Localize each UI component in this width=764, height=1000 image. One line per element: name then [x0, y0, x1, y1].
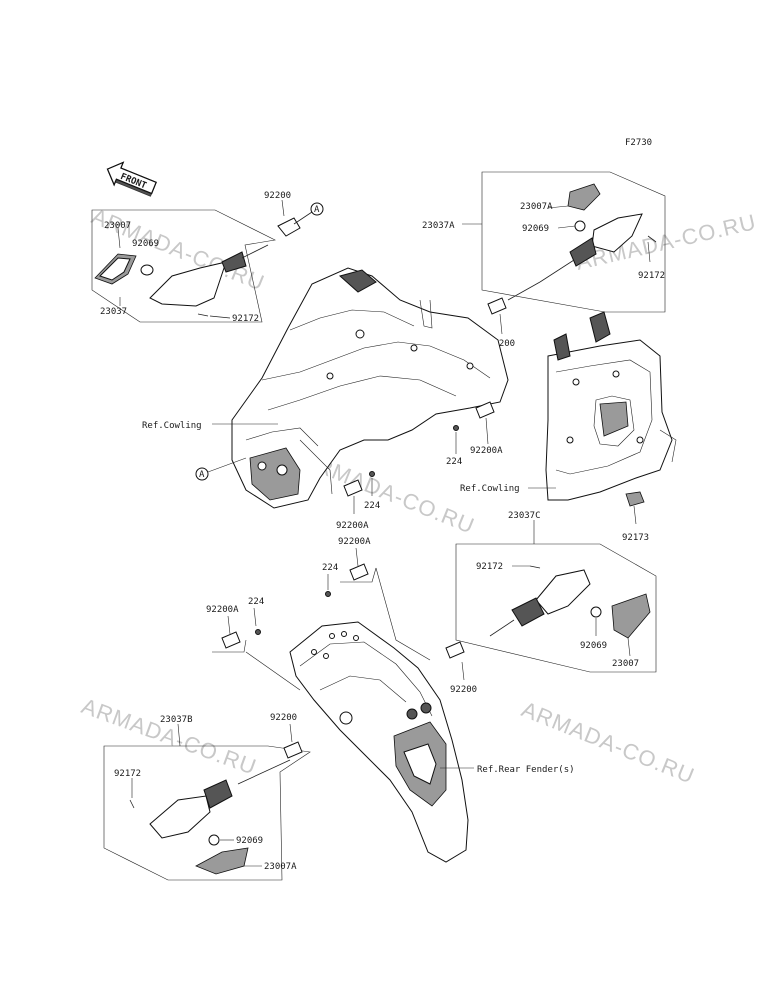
label-92172-top: 92172: [232, 314, 259, 324]
damper-92173: [625, 491, 645, 507]
label-23037B: 23037B: [160, 715, 193, 725]
label-92200-c: 92200: [450, 685, 477, 695]
clip-92200A-c: [349, 563, 369, 581]
bracket-92200-top: [277, 217, 301, 237]
turn-signal-front-right-group: 23007A 23037A 92069 92172 92200: [422, 171, 666, 349]
bulb-92069: [140, 264, 154, 276]
label-224-c: 224: [322, 563, 338, 573]
ref-marker-a-top: [310, 202, 324, 216]
label-92069-top: 92069: [132, 239, 159, 249]
label-ref-cowling-right: Ref.Cowling: [460, 484, 520, 494]
housing-23037C: [535, 569, 591, 615]
turn-signal-rear-right-group: 23037C 92172 92069 23007 92200: [445, 511, 657, 695]
watermark-bottom-left: ARMADA-CO.RU: [78, 693, 260, 780]
label-ref-cowling-left: Ref.Cowling: [142, 421, 202, 431]
label-23037A: 23037A: [422, 221, 455, 231]
bolt-224-c: [325, 591, 331, 597]
turn-signal-front-left-group: A 23007 92069 23037 92200 92172: [91, 191, 324, 324]
bolt-224-a: [453, 425, 459, 431]
clip-92200A-a: [475, 401, 495, 419]
label-224-a: 224: [446, 457, 462, 467]
label-23007-top: 23007: [104, 221, 131, 231]
label-92173: 92173: [622, 533, 649, 543]
label-23037C: 23037C: [508, 511, 541, 521]
label-92172-c: 92172: [476, 562, 503, 572]
lens-23007A-b: [195, 847, 249, 875]
label-23007A-top: 23007A: [520, 202, 553, 212]
svg-text:A: A: [314, 205, 320, 215]
label-23037: 23037: [100, 307, 127, 317]
label-92200A-b: 92200A: [336, 521, 369, 531]
housing-23037: [149, 261, 227, 307]
front-arrow-icon: FRONT: [106, 161, 157, 197]
bracket-92200-c: [445, 641, 465, 659]
label-92200-mid: 92200: [488, 339, 515, 349]
label-92172-b: 92172: [114, 769, 141, 779]
group-outline-23037B: [103, 745, 311, 881]
figure-code: F2730: [625, 138, 652, 148]
label-92069-c: 92069: [580, 641, 607, 651]
rear-frame: 92173 Ref.Cowling: [460, 311, 677, 543]
bulb-92069-right: [574, 220, 586, 232]
bulb-92069-b: [208, 834, 220, 846]
bolt-224-d: [255, 629, 261, 635]
label-23007-c: 23007: [612, 659, 639, 669]
label-ref-rear-fender: Ref.Rear Fender(s): [477, 765, 575, 775]
rear-fender: Ref.Rear Fender(s): [289, 621, 575, 863]
label-224-b: 224: [364, 501, 380, 511]
bracket-92200-mid: [487, 297, 507, 315]
label-92200-top: 92200: [264, 191, 291, 201]
fasteners-center-upper: 224 92200A 224 92200A: [336, 401, 503, 531]
label-92200-b: 92200: [270, 713, 297, 723]
fasteners-center-lower: 92200A 224 92200A 224: [206, 537, 377, 653]
label-92200A-c: 92200A: [338, 537, 371, 547]
bolt-224-b: [369, 471, 375, 477]
ref-marker-a-left: [195, 467, 209, 481]
svg-text:A: A: [199, 470, 205, 480]
group-outline-23037A: [481, 171, 666, 313]
turn-signal-rear-left-group: 23037B 92200 92172 92069 23007A: [103, 713, 311, 881]
label-92200A-a: 92200A: [470, 446, 503, 456]
bracket-92200-b: [283, 741, 303, 759]
bulb-92069-c: [590, 606, 602, 618]
group-outline-23037: [91, 209, 276, 323]
clip-92200A-b: [343, 479, 363, 497]
label-23007A-b: 23007A: [264, 862, 297, 872]
clip-92200A-d: [221, 631, 241, 649]
label-92069-b: 92069: [236, 836, 263, 846]
label-224-d: 224: [248, 597, 264, 607]
label-92200A-d: 92200A: [206, 605, 239, 615]
lens-23007A-top: [567, 183, 601, 211]
label-92069-right: 92069: [522, 224, 549, 234]
label-92172-right: 92172: [638, 271, 665, 281]
lens-23007-c: [611, 593, 651, 639]
group-outline-23037C: [455, 543, 657, 673]
housing-23037B: [149, 795, 211, 839]
